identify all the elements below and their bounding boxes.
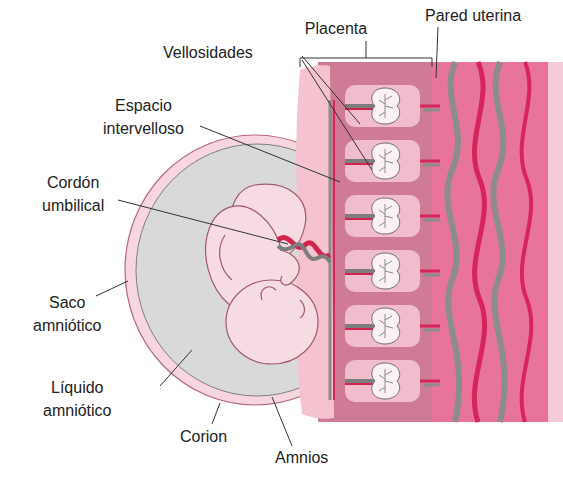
- illustration-part: [212, 403, 220, 424]
- illustration-part: [345, 195, 420, 237]
- part-label: Corion: [180, 425, 227, 448]
- part-label: Líquido amniótico: [43, 376, 111, 422]
- illustration-part: [333, 100, 335, 400]
- part-label: Pared uterina: [425, 4, 521, 27]
- illustration-part: [345, 253, 400, 289]
- part-label: Espacio intervelloso: [103, 94, 184, 140]
- illustration-part: [474, 62, 484, 422]
- part-label: Cordón umbilical: [42, 171, 104, 217]
- illustration-part: [272, 397, 292, 446]
- illustration-part: [345, 250, 420, 292]
- uterine-wall: [430, 62, 563, 422]
- illustration-part: [300, 41, 432, 67]
- part-label: Saco amniótico: [33, 291, 101, 337]
- fetus: [194, 184, 318, 364]
- placenta-body: [296, 62, 440, 422]
- illustration-part: [296, 65, 334, 419]
- illustration-part: [200, 126, 340, 182]
- illustration-part: [318, 62, 432, 422]
- illustration-part: [345, 360, 420, 402]
- illustration-part: [423, 110, 440, 385]
- illustration-part: [345, 198, 400, 234]
- illustration-part: [261, 287, 276, 300]
- illustration-part: [278, 244, 330, 262]
- illustration-part: [226, 280, 318, 364]
- illustration-part: [447, 62, 459, 422]
- part-label: Vellosidades: [163, 41, 253, 64]
- part-label: Amnios: [275, 446, 328, 469]
- illustration-part: [220, 235, 232, 280]
- part-label: Placenta: [305, 17, 367, 40]
- illustration-part: [118, 200, 288, 244]
- illustration-part: [522, 62, 532, 422]
- illustration-part: [345, 363, 400, 399]
- illustration-part: [300, 300, 305, 318]
- illustration-part: [160, 350, 192, 386]
- illustration-part: [345, 143, 400, 179]
- illustration-part: [329, 100, 332, 400]
- illustration-part: [96, 281, 128, 296]
- illustration-part: [430, 62, 550, 422]
- illustration-part: [345, 85, 420, 127]
- umbilical-cord: [278, 238, 330, 262]
- illustration-part: [548, 62, 563, 422]
- illustration-part: [302, 56, 360, 124]
- illustration-part: [420, 106, 440, 381]
- illustration-part: [302, 60, 372, 170]
- illustration-part: [493, 62, 504, 422]
- illustration-part: [345, 308, 400, 344]
- leader-lines: [96, 27, 438, 446]
- illustration-part: [345, 88, 400, 124]
- illustration-part: [345, 305, 420, 347]
- illustration-part: [436, 27, 438, 78]
- illustration-part: [280, 250, 299, 285]
- illustration-part: [345, 140, 420, 182]
